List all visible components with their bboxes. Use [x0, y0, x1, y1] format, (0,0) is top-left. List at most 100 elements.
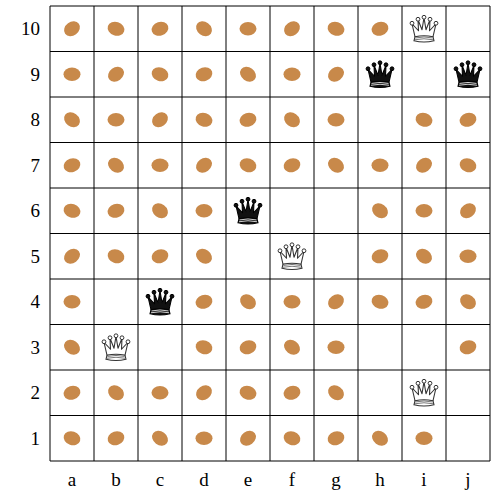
file-label: d — [199, 470, 209, 489]
file-label: g — [331, 470, 341, 489]
burned-square — [64, 295, 81, 309]
burned-square — [149, 200, 171, 221]
burned-square — [62, 384, 82, 402]
burned-square — [326, 429, 346, 447]
burned-square — [193, 246, 215, 267]
burned-square — [196, 204, 213, 218]
black-queen — [146, 288, 174, 315]
grid — [50, 6, 490, 461]
burned-square — [328, 340, 345, 354]
grid-line — [50, 233, 490, 234]
burned-square — [416, 204, 433, 218]
burned-square — [238, 338, 258, 356]
rank-label: 2 — [31, 383, 41, 402]
burned-square — [325, 291, 347, 312]
burned-square — [281, 18, 303, 39]
burned-square — [416, 431, 433, 445]
rank-label: 5 — [31, 247, 41, 266]
burned-square — [238, 384, 258, 402]
grid-line — [50, 415, 490, 416]
burned-square — [328, 113, 345, 127]
burned-square — [237, 428, 259, 449]
burned-square — [284, 295, 301, 309]
burned-square — [458, 111, 478, 129]
burned-square — [282, 384, 302, 402]
grid-line — [490, 6, 491, 461]
burned-square — [193, 18, 215, 39]
burned-square — [152, 158, 169, 172]
white-queen — [278, 243, 306, 270]
burned-square — [193, 155, 215, 176]
burned-square — [61, 109, 83, 130]
burned-square — [237, 291, 259, 312]
white-queen — [410, 379, 438, 406]
burned-square — [326, 20, 346, 38]
pieces — [61, 15, 482, 448]
burned-square — [237, 64, 259, 85]
burned-square — [369, 200, 391, 221]
burned-square — [240, 22, 257, 36]
burned-square — [149, 428, 171, 449]
burned-square — [105, 155, 127, 176]
burned-square — [238, 111, 258, 129]
burned-square — [325, 382, 347, 403]
burned-square — [149, 109, 171, 130]
burned-square — [238, 156, 258, 174]
grid-line — [358, 6, 359, 461]
burned-square — [194, 111, 214, 129]
file-label: j — [465, 470, 470, 489]
burned-square — [414, 111, 434, 129]
burned-square — [105, 64, 127, 85]
burned-square — [282, 429, 302, 447]
file-label: h — [375, 470, 385, 489]
burned-square — [282, 156, 302, 174]
black-queen — [234, 197, 262, 224]
burned-square — [62, 156, 82, 174]
burned-square — [281, 337, 303, 358]
burned-square — [150, 65, 170, 83]
grid-line — [402, 6, 403, 461]
burned-square — [457, 200, 479, 221]
file-label: i — [421, 470, 426, 489]
burned-square — [106, 247, 126, 265]
burned-square — [105, 382, 127, 403]
burned-square — [460, 249, 477, 263]
burned-square — [62, 202, 82, 220]
rank-label: 1 — [31, 429, 41, 448]
black-queen — [454, 61, 482, 88]
grid-line — [50, 370, 490, 371]
burned-square — [62, 429, 82, 447]
file-label: a — [68, 470, 76, 489]
rank-label: 6 — [31, 201, 41, 220]
burned-square — [457, 291, 479, 312]
burned-square — [370, 20, 390, 38]
burned-square — [413, 246, 435, 267]
burned-square — [458, 156, 478, 174]
rank-label: 3 — [31, 338, 41, 357]
white-queen — [410, 15, 438, 42]
burned-square — [106, 20, 126, 38]
burned-square — [370, 247, 390, 265]
rank-label: 9 — [31, 65, 41, 84]
burned-square — [152, 386, 169, 400]
burned-square — [150, 247, 170, 265]
burned-square — [61, 246, 83, 267]
burned-square — [194, 338, 214, 356]
burned-square — [194, 293, 214, 311]
burned-square — [106, 202, 126, 220]
white-queen — [102, 334, 130, 361]
rank-label: 10 — [21, 19, 40, 38]
rank-label: 8 — [31, 110, 41, 129]
grid-line — [50, 324, 490, 325]
black-queen — [366, 61, 394, 88]
burned-square — [281, 109, 303, 130]
burned-square — [106, 429, 126, 447]
grid-line — [50, 461, 490, 462]
rank-label: 4 — [31, 292, 41, 311]
file-label: b — [111, 470, 121, 489]
burned-square — [372, 158, 389, 172]
grid-line — [314, 6, 315, 461]
file-label: c — [156, 470, 164, 489]
burned-square — [325, 155, 347, 176]
